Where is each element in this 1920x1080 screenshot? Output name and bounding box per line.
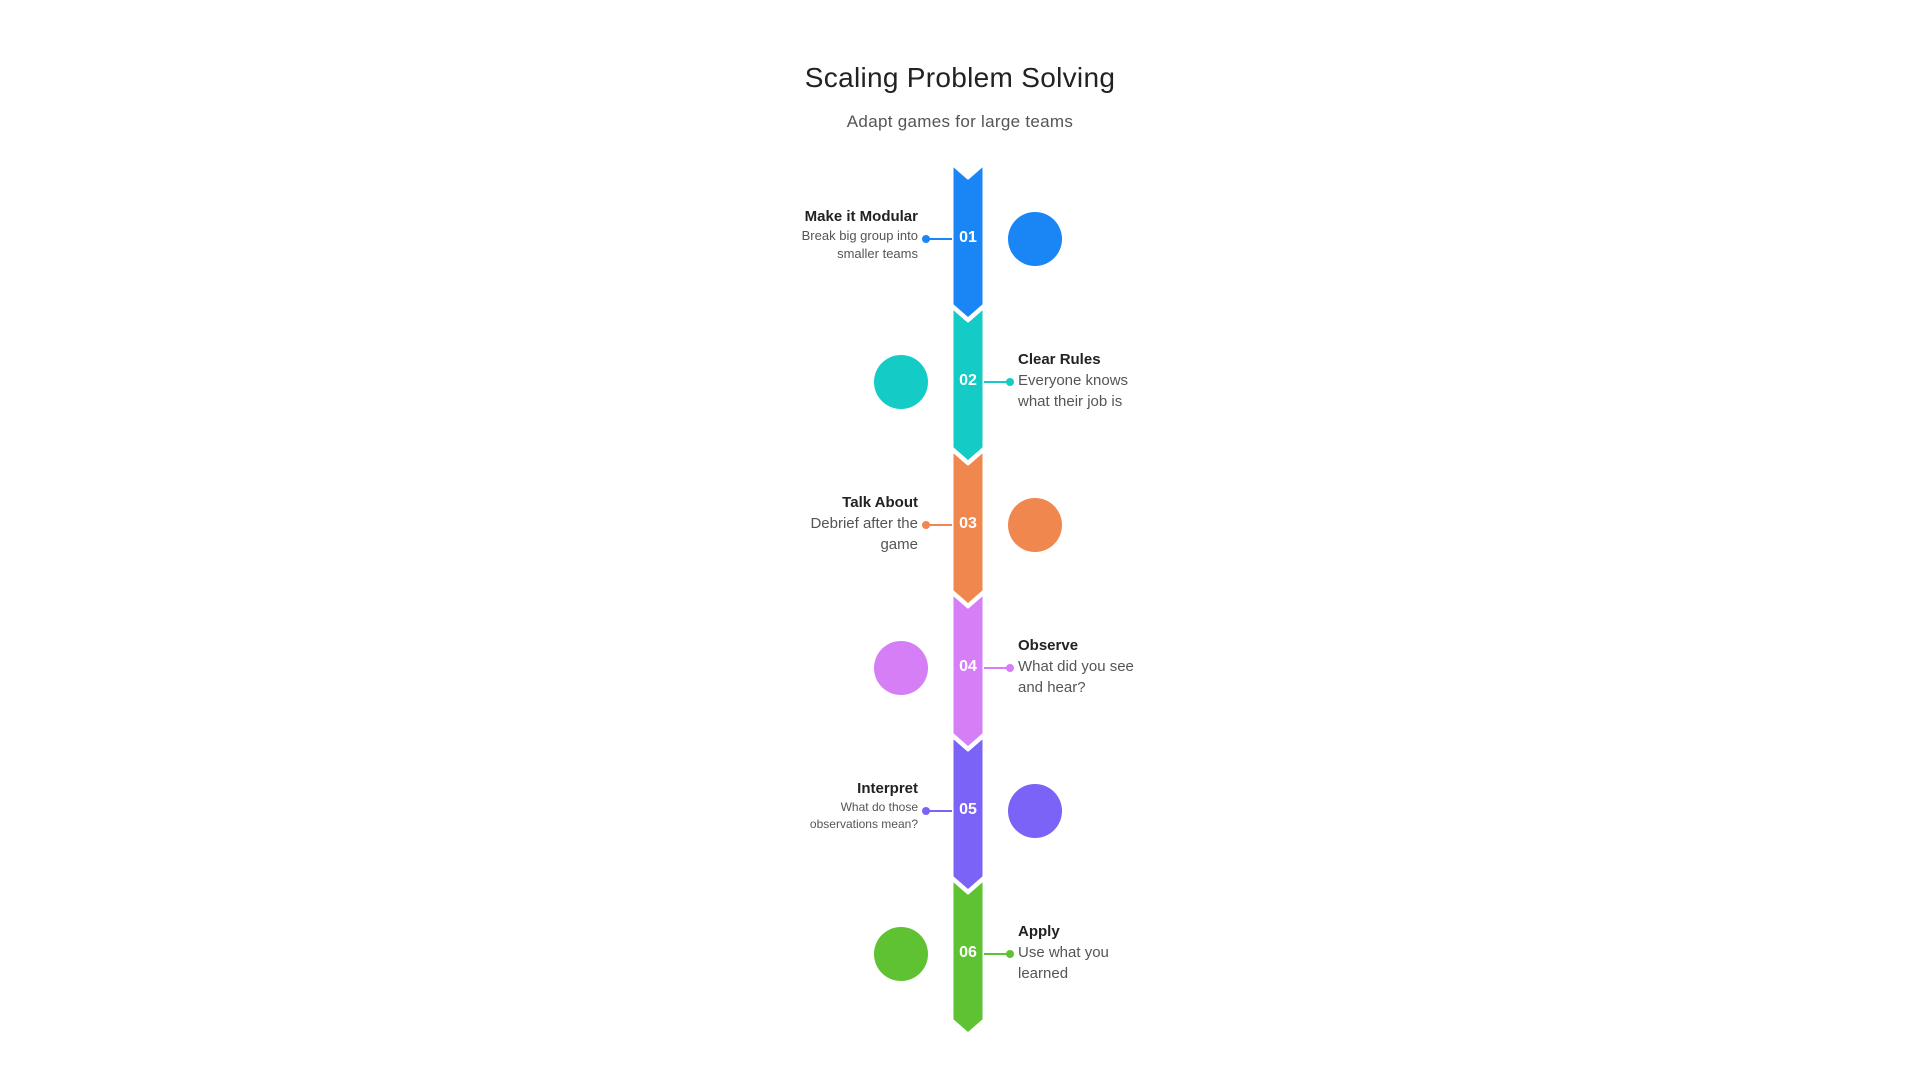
page-title: Scaling Problem Solving xyxy=(804,62,1116,93)
step-connector xyxy=(984,666,1010,669)
page-subtitle: Adapt games for large teams xyxy=(846,112,1074,131)
step-heading: Clear Rules xyxy=(1018,350,1101,368)
step-number: 05 xyxy=(959,800,977,818)
timeline-segment xyxy=(950,591,986,750)
step-connector-dot xyxy=(1006,377,1014,386)
step-connector xyxy=(926,237,952,240)
step-circle-icon xyxy=(1008,497,1062,552)
step-connector xyxy=(926,809,952,812)
step-connector-dot xyxy=(922,520,930,529)
step-connector xyxy=(926,523,952,526)
step-circle-icon xyxy=(1008,783,1062,838)
step-circle-icon xyxy=(874,354,928,409)
step-number: 01 xyxy=(959,228,977,246)
step-circle-icon xyxy=(874,640,928,695)
timeline-segment xyxy=(950,162,986,321)
step-description: Debrief after the game xyxy=(810,514,918,553)
step-number: 06 xyxy=(959,943,977,961)
step-connector xyxy=(984,952,1010,955)
step-heading: Talk About xyxy=(842,493,918,511)
step-connector-dot xyxy=(1006,949,1014,958)
step-heading: Interpret xyxy=(857,779,918,797)
step-description: Use what you learned xyxy=(1018,943,1109,982)
step-heading: Apply xyxy=(1018,922,1060,940)
step-connector-dot xyxy=(922,234,930,243)
step-description: Break big group into smaller teams xyxy=(801,227,918,261)
step-number: 02 xyxy=(959,371,977,389)
step-number: 04 xyxy=(959,657,977,675)
step-description: What did you see and hear? xyxy=(1018,657,1134,696)
step-circle-icon xyxy=(1008,211,1062,266)
timeline-segment xyxy=(950,877,986,1036)
step-description: What do those observations mean? xyxy=(809,799,918,831)
step-heading: Make it Modular xyxy=(804,207,918,225)
step-description: Everyone knows what their job is xyxy=(1018,371,1129,410)
step-connector-dot xyxy=(1006,663,1014,672)
step-circle-icon xyxy=(874,926,928,981)
step-connector xyxy=(984,380,1010,383)
step-connector-dot xyxy=(922,806,930,815)
step-heading: Observe xyxy=(1018,636,1079,654)
timeline-segment xyxy=(950,448,986,607)
step-number: 03 xyxy=(959,514,977,532)
timeline-segment xyxy=(950,305,986,464)
timeline-segment xyxy=(950,734,986,893)
